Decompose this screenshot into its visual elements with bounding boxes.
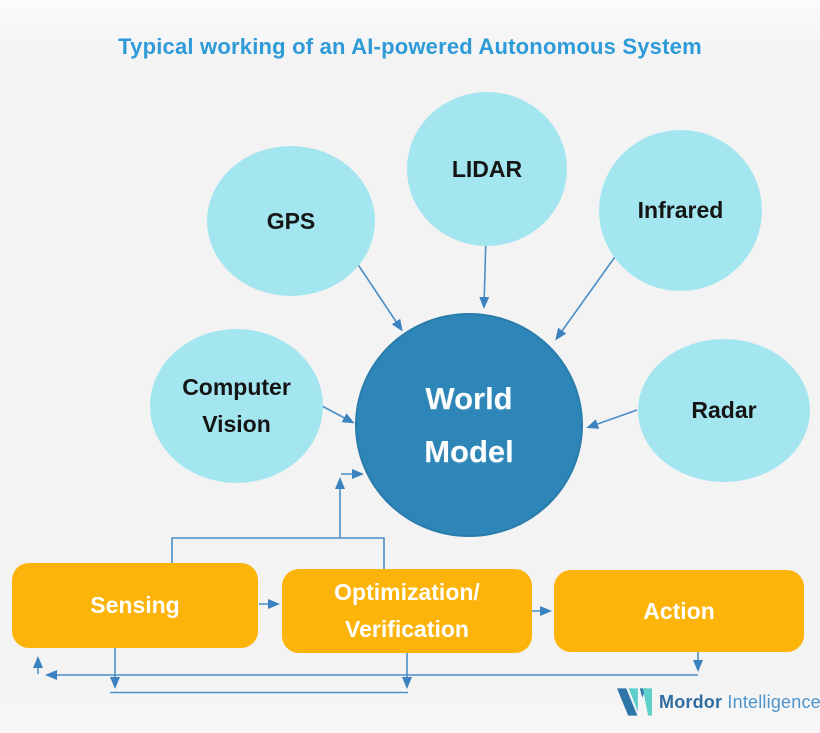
brand-name-light: Intelligence [727,691,820,712]
connector-radar-to-world-model [586,409,638,429]
sensor-node-infrared: Infrared [599,130,762,291]
process-label-sensing: Sensing [90,592,180,618]
connector-lidar-to-world-model [479,235,490,309]
brand-name-bold: Mordor [659,691,723,712]
connector-sensing-opt-bracket [171,537,385,569]
process-box-optimization-verification: Optimization/ Verification [282,569,532,653]
page-title: Typical working of an AI-powered Autonom… [118,34,702,59]
connector-computer-vision-to-world-model [321,405,355,424]
connector-gps-to-world-model [350,253,403,332]
sensor-node-computer-vision: Computer Vision [150,329,323,483]
world-model-label-line1: World [425,381,513,416]
sensor-label-gps: GPS [266,207,316,234]
sensor-node-radar: Radar [638,339,810,482]
sensor-label-radar: Radar [691,397,757,423]
process-label-action: Action [643,597,715,624]
brand-logo: Mordor Intelligence [617,688,820,716]
world-model-label-line2: Model [424,434,514,469]
process-label-optimization-line1: Optimization/ [334,579,480,605]
process-label-optimization-line2: Verification [345,616,469,642]
sensor-label-infrared: Infrared [637,197,724,223]
mordor-logo-icon [617,688,652,716]
brand-logo-text: Mordor Intelligence [659,692,820,713]
sensor-node-gps: GPS [207,146,375,296]
sensor-node-lidar: LIDAR [407,92,567,246]
process-box-action: Action [554,570,804,652]
world-model-node: World Model [355,313,583,537]
sensor-label-computer-vision: Computer Vision [182,374,291,437]
connector-infrared-to-world-model [555,253,618,341]
process-box-sensing: Sensing [12,563,258,648]
sensor-label-lidar: LIDAR [451,155,523,182]
